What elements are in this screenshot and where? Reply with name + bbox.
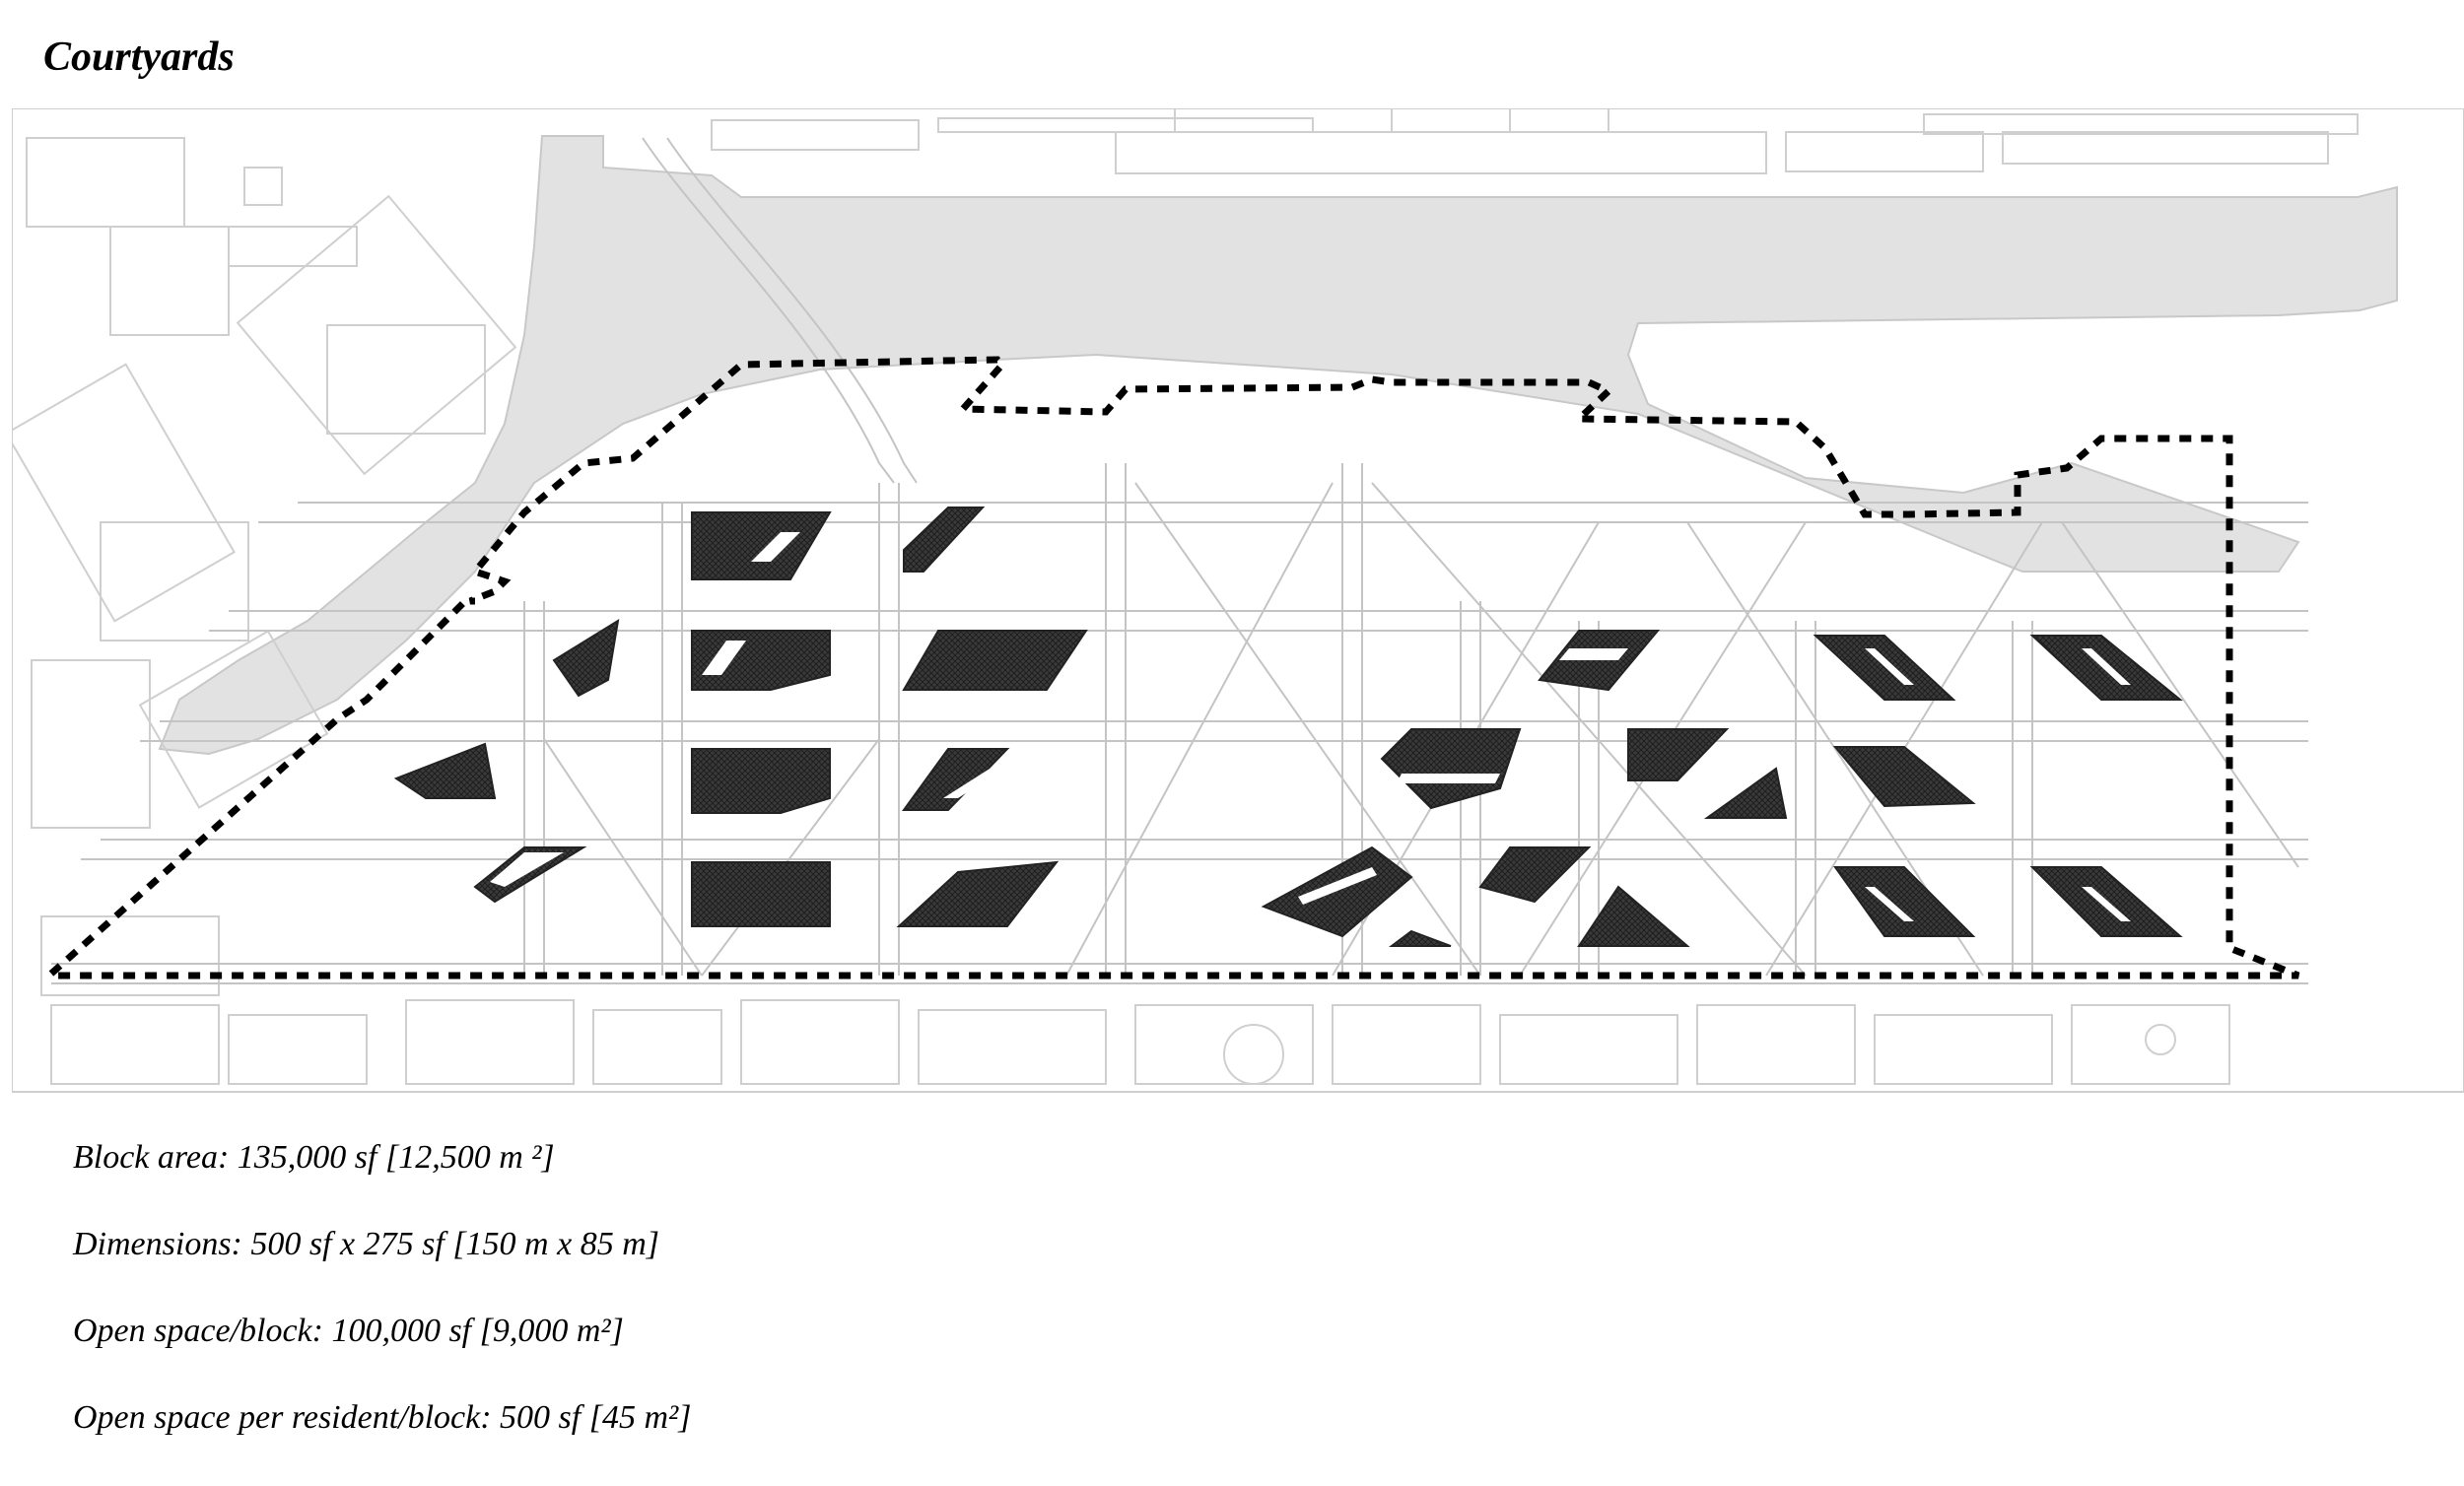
courtyard-buildings [393, 507, 2183, 947]
caption-open-space-block: Open space/block: 100,000 sf [9,000 m²] [73, 1313, 624, 1349]
caption-open-space-resident: Open space per resident/block: 500 sf [4… [73, 1399, 692, 1436]
street-grid [51, 463, 2308, 984]
west-context [12, 137, 517, 996]
caption-block-area: Block area: 135,000 sf [12,500 m ²] [73, 1139, 555, 1176]
caption-list: Block area: 135,000 sf [12,500 m ²] Dime… [73, 1138, 691, 1485]
bridge [642, 137, 918, 484]
south-context [50, 999, 2230, 1085]
diagram-title: Courtyards [43, 34, 235, 80]
courtyard-voids [490, 532, 2131, 921]
caption-dimensions: Dimensions: 500 sf x 275 sf [150 m x 85 … [73, 1226, 659, 1262]
site-plan [12, 108, 2464, 1093]
north-context [711, 108, 2359, 174]
water-body [158, 135, 2398, 756]
